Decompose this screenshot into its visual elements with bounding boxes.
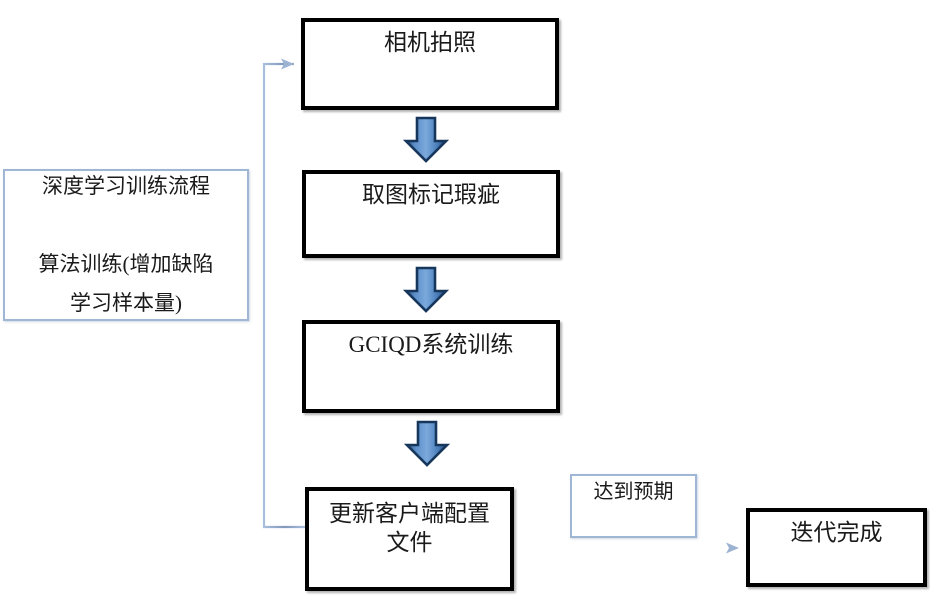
arrow-down-icon-mark-to-train <box>402 266 450 313</box>
process-box-iteration-complete-label: 迭代完成 <box>790 520 883 545</box>
process-box-mark-defects-label: 取图标记瑕疵 <box>362 182 500 207</box>
label-box-meets-expectation[interactable]: 达到预期 <box>570 474 697 538</box>
arrow-down-icon-camera-to-mark <box>402 116 450 163</box>
process-box-camera-capture-label: 相机拍照 <box>384 30 476 55</box>
annotation-box-training-process-label: 深度学习训练流程 算法训练(增加缺陷 学习样本量) <box>38 174 214 315</box>
process-box-gciqd-training-label: GCIQD系统训练 <box>348 332 514 357</box>
process-box-iteration-complete[interactable]: 迭代完成 <box>746 508 927 587</box>
process-box-update-client-config[interactable]: 更新客户端配置 文件 <box>305 487 514 591</box>
process-box-gciqd-training[interactable]: GCIQD系统训练 <box>302 320 560 413</box>
process-box-camera-capture[interactable]: 相机拍照 <box>301 18 559 110</box>
annotation-box-training-process[interactable]: 深度学习训练流程 算法训练(增加缺陷 学习样本量) <box>3 169 249 321</box>
process-box-update-client-config-label: 更新客户端配置 文件 <box>329 501 490 556</box>
feedback-connector <box>262 58 305 529</box>
process-box-mark-defects[interactable]: 取图标记瑕疵 <box>302 170 560 258</box>
arrow-down-icon-train-to-update <box>403 420 451 467</box>
label-box-meets-expectation-label: 达到预期 <box>593 481 674 503</box>
